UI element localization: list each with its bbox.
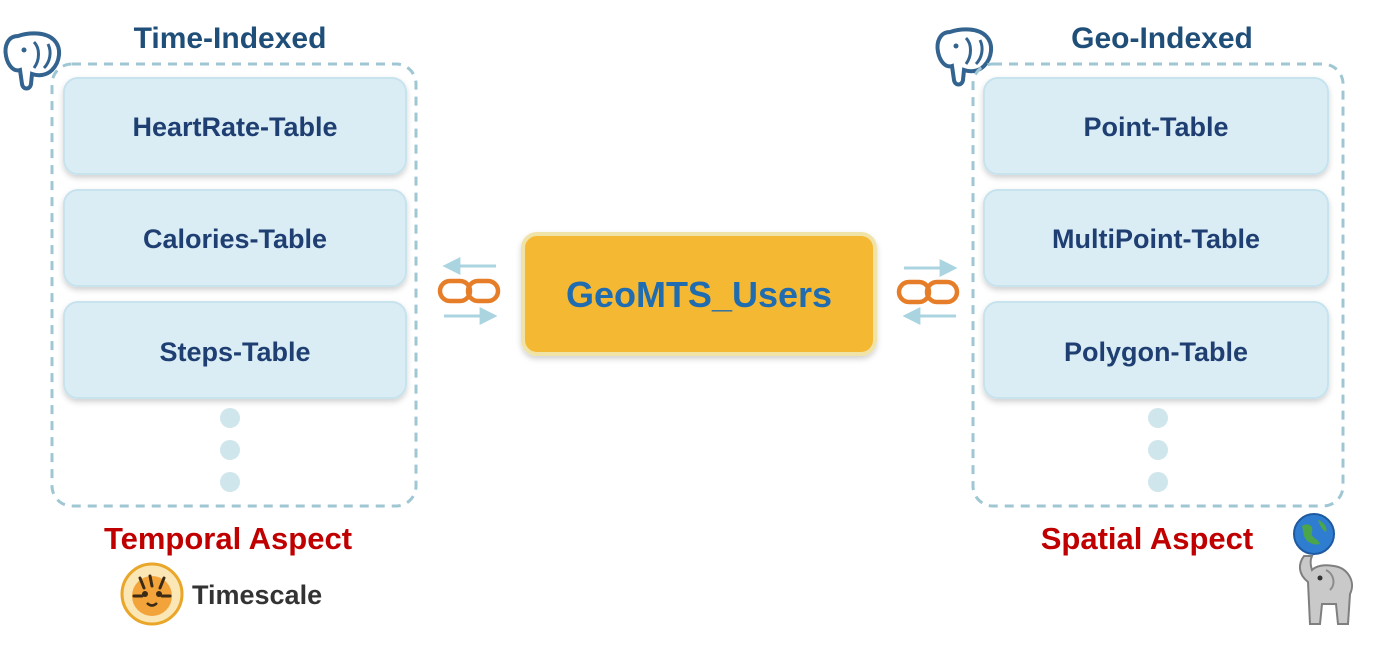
left-table-2-label: Steps-Table	[159, 337, 310, 367]
right-table-0[interactable]	[983, 77, 1329, 175]
geomts-users-label: GeoMTS_Users	[566, 274, 832, 315]
geomts-users-box[interactable]	[521, 232, 877, 356]
right-table-1[interactable]	[983, 189, 1329, 287]
temporal-aspect-label: Temporal Aspect	[104, 521, 352, 556]
left-table-0[interactable]	[63, 77, 407, 175]
postgis-elephant-globe-icon	[1293, 513, 1353, 625]
postgresql-elephant-icon	[935, 27, 993, 87]
left-link-arrows	[442, 257, 498, 325]
right-table-2[interactable]	[983, 301, 1329, 399]
left-table-1-label: Calories-Table	[143, 224, 327, 254]
left-dashed-container	[50, 62, 418, 508]
right-group-title: Geo-Indexed	[1071, 22, 1253, 55]
right-table-2-label: Polygon-Table	[1064, 337, 1248, 367]
right-table-1-label: MultiPoint-Table	[1052, 224, 1260, 254]
right-link-arrows	[902, 259, 958, 325]
timescale-tiger-icon	[120, 562, 184, 626]
right-ellipsis-dots	[1148, 408, 1168, 492]
right-group: Geo-Indexed Point-Table MultiPoint-Table…	[935, 22, 1353, 625]
left-group: Time-Indexed HeartRate-Table Calories-Ta…	[3, 22, 418, 626]
right-chain-link-icon	[896, 279, 960, 305]
postgresql-elephant-icon	[3, 31, 61, 91]
spatial-aspect-label: Spatial Aspect	[1041, 521, 1253, 556]
left-table-2[interactable]	[63, 301, 407, 399]
center-group: GeoMTS_Users	[437, 232, 960, 356]
left-group-title: Time-Indexed	[134, 22, 327, 55]
left-table-0-label: HeartRate-Table	[132, 112, 337, 142]
right-dashed-container	[971, 62, 1345, 508]
right-table-0-label: Point-Table	[1084, 112, 1229, 142]
left-table-1[interactable]	[63, 189, 407, 287]
left-ellipsis-dots	[220, 408, 240, 492]
timescale-brand-label: Timescale	[192, 580, 322, 610]
left-chain-link-icon	[437, 278, 501, 304]
